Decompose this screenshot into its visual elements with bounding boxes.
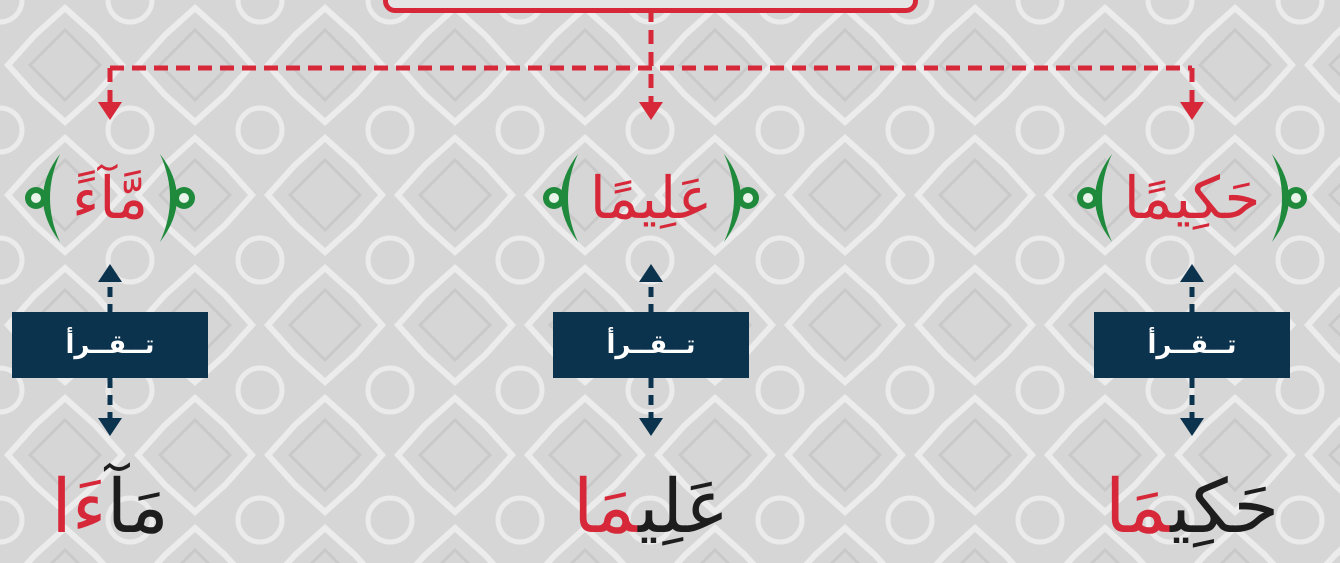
item-column-right: حَكِيمًا تــقــرأ حَكِيمَا — [1042, 0, 1340, 563]
ornament-bracket-left-icon — [1070, 148, 1118, 248]
ornament-bracket-left-icon — [536, 148, 584, 248]
item-column-left: مَّآءً تــقــرأ مَآءَا — [0, 0, 260, 563]
result-highlight: ءَا — [51, 464, 106, 550]
quran-word: مَّآءً — [66, 164, 154, 232]
ornament-bracket-right-icon — [718, 148, 766, 248]
reads-as-label: تــقــرأ — [553, 312, 749, 378]
item-column-center: عَلِيمًا تــقــرأ عَلِيمَا — [501, 0, 801, 563]
quran-word: عَلِيمًا — [584, 164, 719, 232]
result-plain: عَلِي — [638, 464, 729, 550]
result-plain: حَكِي — [1170, 464, 1279, 550]
quran-word-box: حَكِيمًا — [1042, 148, 1340, 248]
result-highlight: مَا — [1105, 464, 1170, 550]
ornament-bracket-left-icon — [18, 148, 66, 248]
result-plain: مَآ — [107, 464, 169, 550]
quran-word-box: مَّآءً — [0, 148, 260, 248]
reads-as-label: تــقــرأ — [1094, 312, 1290, 378]
ornament-bracket-right-icon — [154, 148, 202, 248]
quran-word: حَكِيمًا — [1118, 164, 1267, 232]
pronunciation-result: حَكِيمَا — [1042, 455, 1340, 560]
reads-as-label: تــقــرأ — [12, 312, 208, 378]
quran-word-box: عَلِيمًا — [501, 148, 801, 248]
ornament-bracket-right-icon — [1266, 148, 1314, 248]
result-highlight: مَا — [573, 464, 638, 550]
pronunciation-result: عَلِيمَا — [501, 455, 801, 560]
pronunciation-result: مَآءَا — [0, 455, 260, 560]
